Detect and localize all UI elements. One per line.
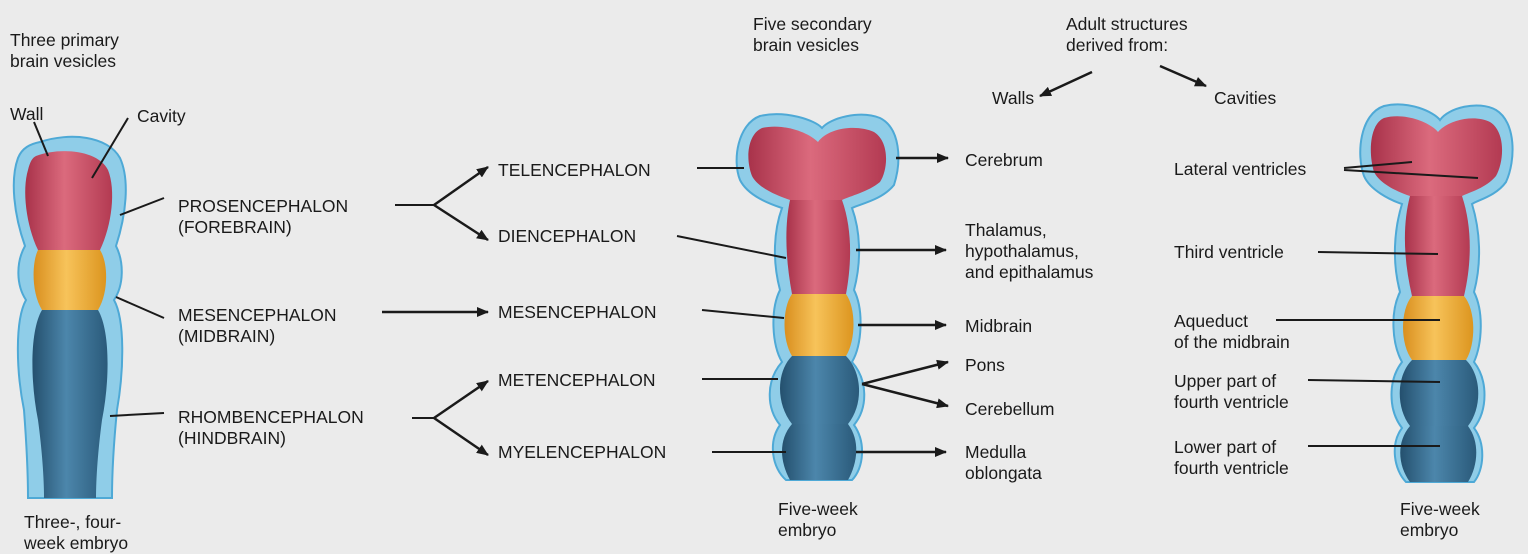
arrow-to-pons <box>862 362 948 384</box>
arrow-to-diencephalon <box>434 205 488 240</box>
third-ventricle-label: Third ventricle <box>1174 242 1284 263</box>
upper-fourth-label: Upper part of fourth ventricle <box>1174 371 1289 413</box>
primary-caption: Three-, four- week embryo <box>24 512 128 554</box>
arrow-to-myelencephalon <box>434 418 488 455</box>
arrow-to-telencephalon <box>434 167 488 205</box>
primary-midbrain <box>34 250 107 310</box>
cavities-heading: Cavities <box>1214 88 1276 109</box>
mesencephalon2-leader <box>702 310 784 318</box>
primary-vesicles-embryo <box>14 137 126 498</box>
secondary-diencephalon <box>786 200 850 294</box>
myelencephalon-label: MYELENCEPHALON <box>498 442 666 463</box>
telencephalon-label: TELENCEPHALON <box>498 160 651 181</box>
primary-heading: Three primary brain vesicles <box>10 30 119 72</box>
cerebrum-label: Cerebrum <box>965 150 1043 171</box>
adult-cavities-embryo <box>1360 104 1512 482</box>
wall-label: Wall <box>10 104 43 125</box>
secondary-metencephalon <box>780 356 859 424</box>
thalamus-label: Thalamus, hypothalamus, and epithalamus <box>965 220 1093 283</box>
rhombencephalon-leader <box>110 413 164 416</box>
mesencephalon-primary-label: MESENCEPHALON (MIDBRAIN) <box>178 305 337 347</box>
arrow-to-walls <box>1040 72 1092 96</box>
secondary-myelencephalon <box>782 424 856 480</box>
mesencephalon-secondary-label: MESENCEPHALON <box>498 302 657 323</box>
third-embryo-lower-fourth <box>1400 426 1476 482</box>
midbrain-label: Midbrain <box>965 316 1032 337</box>
diencephalon-label: DIENCEPHALON <box>498 226 636 247</box>
rhombencephalon-label: RHOMBENCEPHALON (HINDBRAIN) <box>178 407 364 449</box>
arrow-to-metencephalon <box>434 381 488 418</box>
walls-heading: Walls <box>992 88 1034 109</box>
arrow-to-cavities <box>1160 66 1206 86</box>
lateral-ventricles-label: Lateral ventricles <box>1174 159 1306 180</box>
primary-hindbrain <box>32 310 107 498</box>
secondary-mesencephalon <box>785 294 854 356</box>
third-embryo-aqueduct <box>1403 296 1473 360</box>
diencephalon-leader <box>677 236 786 258</box>
secondary-vesicles-embryo <box>737 114 899 480</box>
adult-heading: Adult structures derived from: <box>1066 14 1188 56</box>
cerebellum-label: Cerebellum <box>965 399 1054 420</box>
cavity-label: Cavity <box>137 106 186 127</box>
third-embryo-upper-fourth <box>1400 360 1479 426</box>
adult-caption: Five-week embryo <box>1400 499 1480 541</box>
metencephalon-label: METENCEPHALON <box>498 370 656 391</box>
secondary-heading: Five secondary brain vesicles <box>753 14 872 56</box>
mesencephalon-leader <box>116 297 164 318</box>
prosencephalon-label: PROSENCEPHALON (FOREBRAIN) <box>178 196 348 238</box>
aqueduct-label: Aqueduct of the midbrain <box>1174 311 1290 353</box>
lower-fourth-label: Lower part of fourth ventricle <box>1174 437 1289 479</box>
secondary-caption: Five-week embryo <box>778 499 858 541</box>
prosencephalon-leader <box>120 198 164 215</box>
arrow-to-cerebellum <box>862 384 948 406</box>
medulla-label: Medulla oblongata <box>965 442 1042 484</box>
pons-label: Pons <box>965 355 1005 376</box>
third-embryo-third-ventricle <box>1405 196 1470 296</box>
